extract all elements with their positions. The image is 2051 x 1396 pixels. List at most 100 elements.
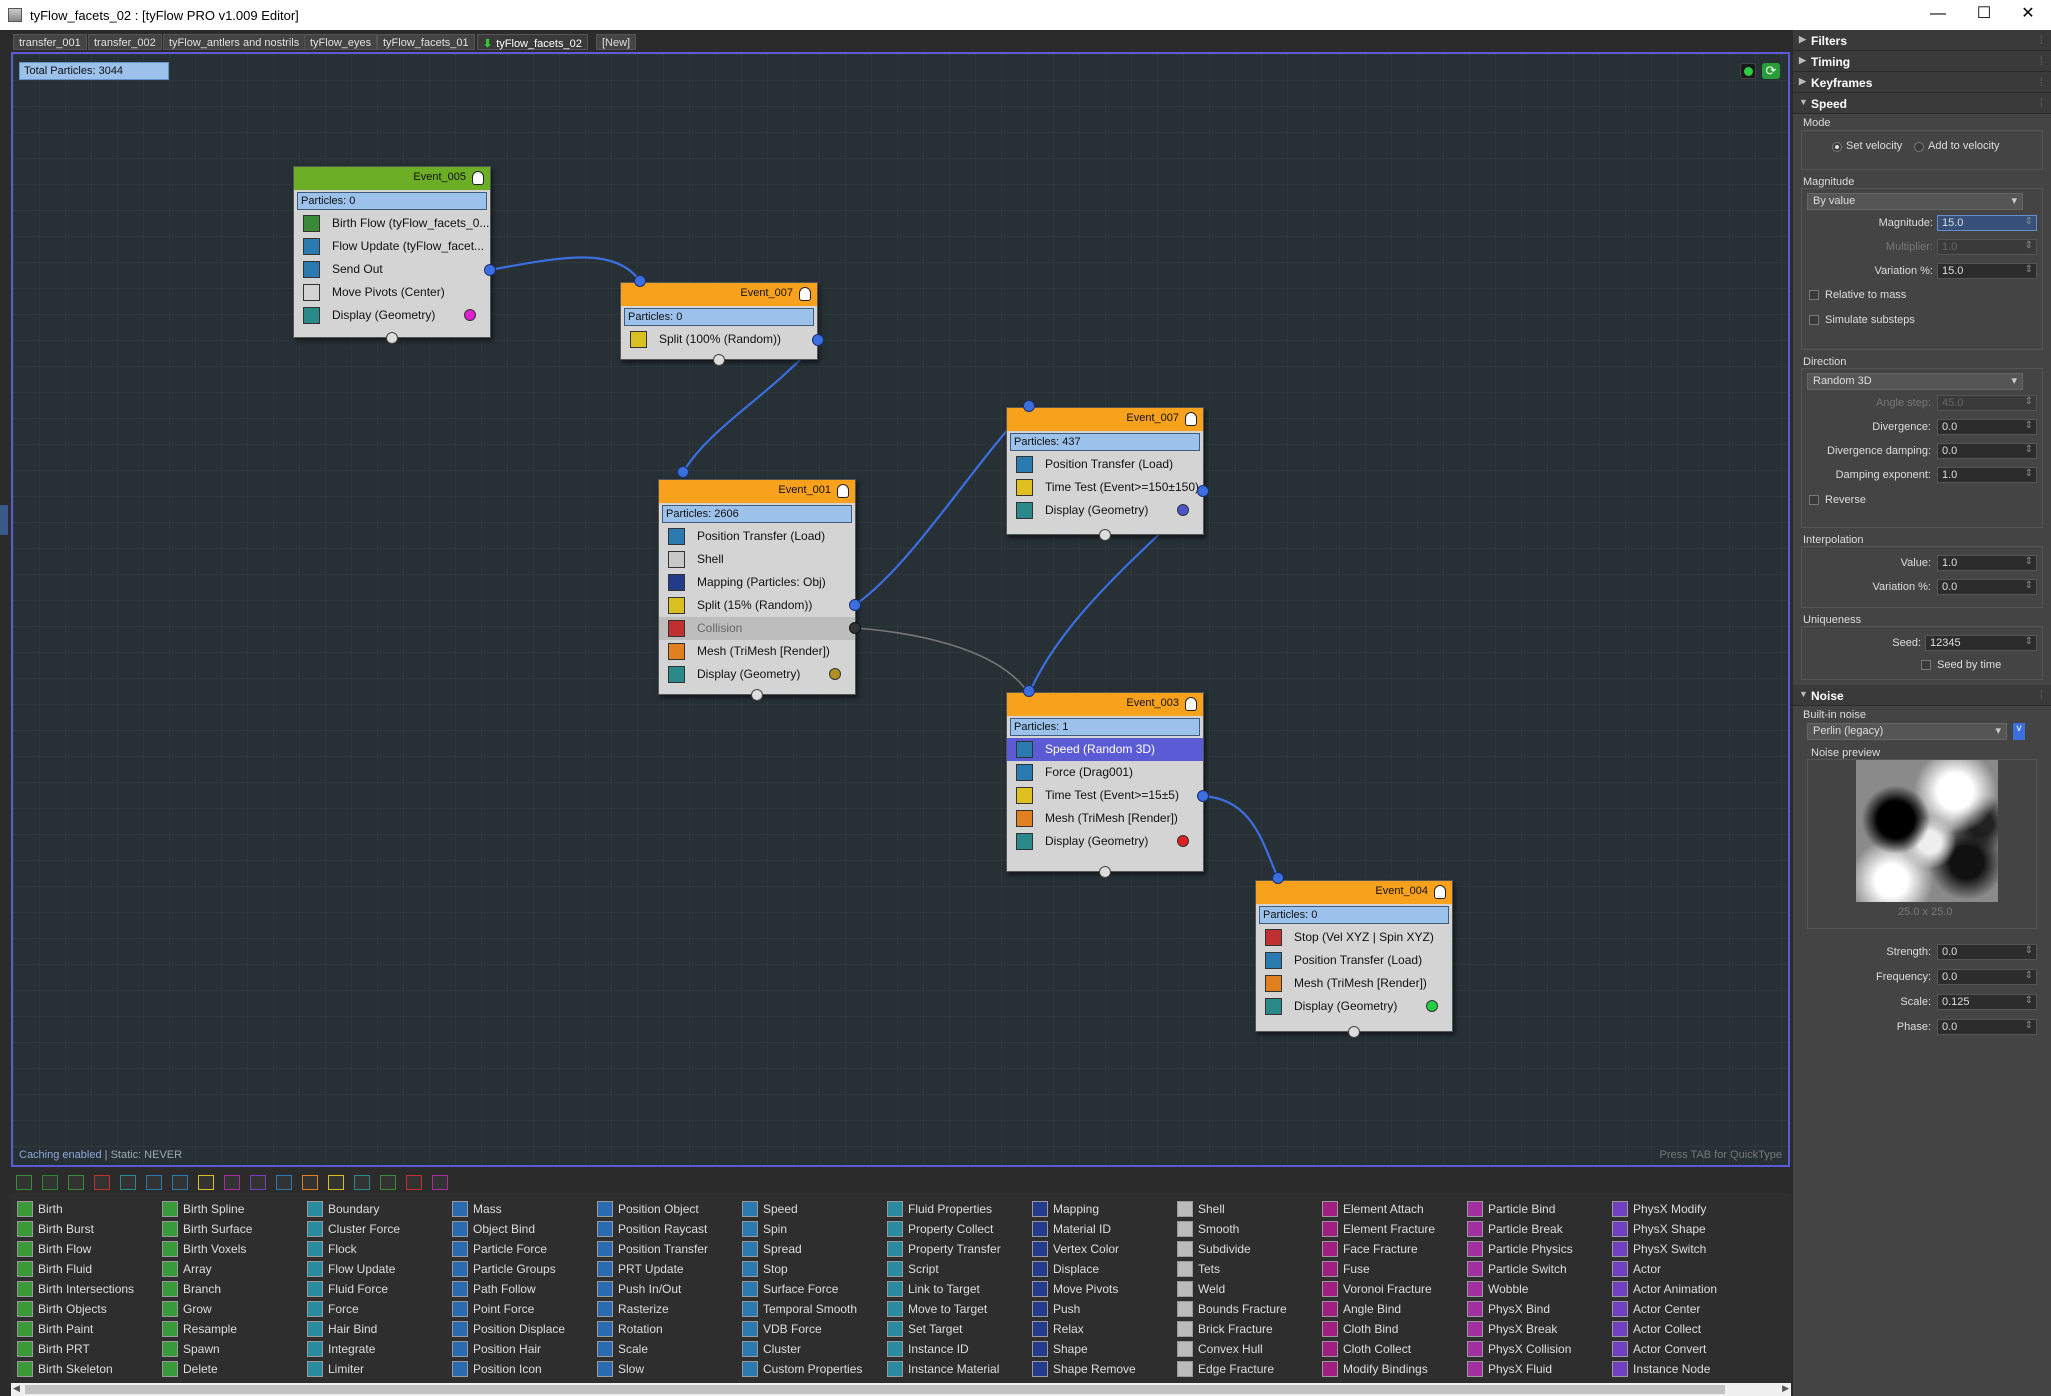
palette-item-birth-surface[interactable]: Birth Surface [156, 1219, 301, 1239]
palette-item-material-id[interactable]: Material ID [1026, 1219, 1171, 1239]
palette-item-shape-remove[interactable]: Shape Remove [1026, 1359, 1171, 1379]
bulb-icon[interactable] [1185, 412, 1197, 426]
phase-spinner[interactable]: 0.0 [1937, 1019, 2037, 1035]
palette-item-birth-skeleton[interactable]: Birth Skeleton [11, 1359, 156, 1379]
palette-item-instance-material[interactable]: Instance Material [881, 1359, 1026, 1379]
bulb-icon[interactable] [837, 484, 849, 498]
event-node-event-001[interactable]: Event_001 Particles: 2606 Position Trans… [658, 479, 856, 701]
rollout-speed[interactable]: ▼Speed⁞ [1793, 93, 2051, 114]
palette-item-element-fracture[interactable]: Element Fracture [1316, 1219, 1461, 1239]
display-color-swatch[interactable] [464, 309, 476, 321]
operator-position-transfer[interactable]: Position Transfer (Load) [1256, 949, 1452, 972]
event-header[interactable]: Event_007 [621, 283, 817, 306]
filter-misc-icon[interactable] [432, 1175, 448, 1190]
operator-mesh[interactable]: Mesh (TriMesh [Render]) [659, 640, 855, 663]
cache-status-icon[interactable] [1740, 63, 1756, 79]
scroll-thumb[interactable] [25, 1385, 1725, 1394]
tab-tyflow-antlers[interactable]: tyFlow_antlers and nostrils [163, 34, 306, 50]
operator-shell[interactable]: Shell [659, 548, 855, 571]
event-input-port[interactable] [386, 332, 398, 344]
event-004-input-port[interactable] [1272, 872, 1284, 884]
operator-birth-flow[interactable]: Birth Flow (tyFlow_facets_0... [294, 212, 490, 235]
palette-item-physx-bind[interactable]: PhysX Bind [1461, 1299, 1606, 1319]
palette-item-integrate[interactable]: Integrate [301, 1339, 446, 1359]
palette-item-cloth-bind[interactable]: Cloth Bind [1316, 1319, 1461, 1339]
palette-item-angle-bind[interactable]: Angle Bind [1316, 1299, 1461, 1319]
palette-item-subdivide[interactable]: Subdivide [1171, 1239, 1316, 1259]
display-color-swatch[interactable] [829, 668, 841, 680]
palette-item-instance-id[interactable]: Instance ID [881, 1339, 1026, 1359]
add-to-velocity-radio[interactable] [1914, 142, 1924, 152]
filter-birth-icon[interactable] [42, 1175, 58, 1190]
palette-item-physx-modify[interactable]: PhysX Modify [1606, 1199, 1751, 1219]
scroll-right-icon[interactable]: ▶ [1782, 1383, 1789, 1393]
palette-item-property-collect[interactable]: Property Collect [881, 1219, 1026, 1239]
simulate-substeps-checkbox[interactable] [1809, 315, 1819, 325]
relative-to-mass-checkbox[interactable] [1809, 290, 1819, 300]
operator-flow-update[interactable]: Flow Update (tyFlow_facet... [294, 235, 490, 258]
interp-variation-spinner[interactable]: 0.0 [1937, 579, 2037, 595]
filter-shape-icon[interactable] [354, 1175, 370, 1190]
operator-move-pivots[interactable]: Move Pivots (Center) [294, 281, 490, 304]
damping-exponent-spinner[interactable]: 1.0 [1937, 467, 2037, 483]
palette-item-slow[interactable]: Slow [591, 1359, 736, 1379]
palette-item-move-to-target[interactable]: Move to Target [881, 1299, 1026, 1319]
noise-type-dropdown[interactable]: Perlin (legacy) [1807, 723, 2007, 740]
palette-item-script[interactable]: Script [881, 1259, 1026, 1279]
palette-item-fluid-properties[interactable]: Fluid Properties [881, 1199, 1026, 1219]
palette-item-particle-switch[interactable]: Particle Switch [1461, 1259, 1606, 1279]
operator-position-transfer[interactable]: Position Transfer (Load) [1007, 453, 1203, 476]
filter-all-icon[interactable] [16, 1175, 32, 1190]
operator-collision[interactable]: Collision [659, 617, 855, 640]
filter-force-icon[interactable] [146, 1175, 162, 1190]
tab-transfer-002[interactable]: transfer_002 [88, 34, 162, 50]
palette-item-array[interactable]: Array [156, 1259, 301, 1279]
magnitude-spinner[interactable]: 15.0 [1937, 215, 2037, 231]
palette-item-delete[interactable]: Delete [156, 1359, 301, 1379]
filter-actor-icon[interactable] [276, 1175, 292, 1190]
palette-item-position-hair[interactable]: Position Hair [446, 1339, 591, 1359]
operator-stop[interactable]: Stop (Vel XYZ | Spin XYZ) [1256, 926, 1452, 949]
noise-options-button[interactable]: v [2013, 723, 2025, 740]
filter-test-icon[interactable] [328, 1175, 344, 1190]
palette-item-rotation[interactable]: Rotation [591, 1319, 736, 1339]
operator-mapping[interactable]: Mapping (Particles: Obj) [659, 571, 855, 594]
operator-send-out[interactable]: Send Out [294, 258, 490, 281]
palette-item-bounds-fracture[interactable]: Bounds Fracture [1171, 1299, 1316, 1319]
palette-item-brick-fracture[interactable]: Brick Fracture [1171, 1319, 1316, 1339]
bulb-icon[interactable] [799, 287, 811, 301]
divergence-spinner[interactable]: 0.0 [1937, 419, 2037, 435]
palette-item-actor-animation[interactable]: Actor Animation [1606, 1279, 1751, 1299]
palette-item-actor[interactable]: Actor [1606, 1259, 1751, 1279]
palette-item-fuse[interactable]: Fuse [1316, 1259, 1461, 1279]
palette-item-edge-fracture[interactable]: Edge Fracture [1171, 1359, 1316, 1379]
filter-delete-icon[interactable] [94, 1175, 110, 1190]
event-node-event-007b[interactable]: Event_007 Particles: 437 Position Transf… [1006, 407, 1204, 541]
palette-item-shape[interactable]: Shape [1026, 1339, 1171, 1359]
palette-item-flow-update[interactable]: Flow Update [301, 1259, 446, 1279]
palette-item-force[interactable]: Force [301, 1299, 446, 1319]
event-input-port[interactable] [1099, 529, 1111, 541]
operator-time-test[interactable]: Time Test (Event>=15±5) [1007, 784, 1203, 807]
reverse-checkbox[interactable] [1809, 495, 1819, 505]
palette-item-mapping[interactable]: Mapping [1026, 1199, 1171, 1219]
palette-item-mass[interactable]: Mass [446, 1199, 591, 1219]
palette-item-modify-bindings[interactable]: Modify Bindings [1316, 1359, 1461, 1379]
event-node-event-007a[interactable]: Event_007 Particles: 0 Split (100% (Rand… [620, 282, 818, 366]
palette-item-limiter[interactable]: Limiter [301, 1359, 446, 1379]
palette-item-particle-bind[interactable]: Particle Bind [1461, 1199, 1606, 1219]
palette-item-grow[interactable]: Grow [156, 1299, 301, 1319]
palette-item-flock[interactable]: Flock [301, 1239, 446, 1259]
tab-tyflow-facets-01[interactable]: tyFlow_facets_01 [377, 34, 475, 50]
tab-tyflow-eyes[interactable]: tyFlow_eyes [304, 34, 378, 50]
operator-mesh[interactable]: Mesh (TriMesh [Render]) [1007, 807, 1203, 830]
event-header[interactable]: Event_001 [659, 480, 855, 503]
flow-canvas[interactable]: Total Particles: 3044 ⟳ Event_005 Partic… [11, 52, 1790, 1167]
minimize-button[interactable]: — [1930, 5, 1946, 22]
event-node-event-003[interactable]: Event_003 Particles: 1 Speed (Random 3D)… [1006, 692, 1204, 878]
event-input-port[interactable] [1348, 1026, 1360, 1038]
palette-item-position-displace[interactable]: Position Displace [446, 1319, 591, 1339]
palette-item-rasterize[interactable]: Rasterize [591, 1299, 736, 1319]
magnitude-mode-dropdown[interactable]: By value [1807, 193, 2023, 210]
rollout-keyframes[interactable]: ▶Keyframes⁞ [1793, 72, 2051, 93]
